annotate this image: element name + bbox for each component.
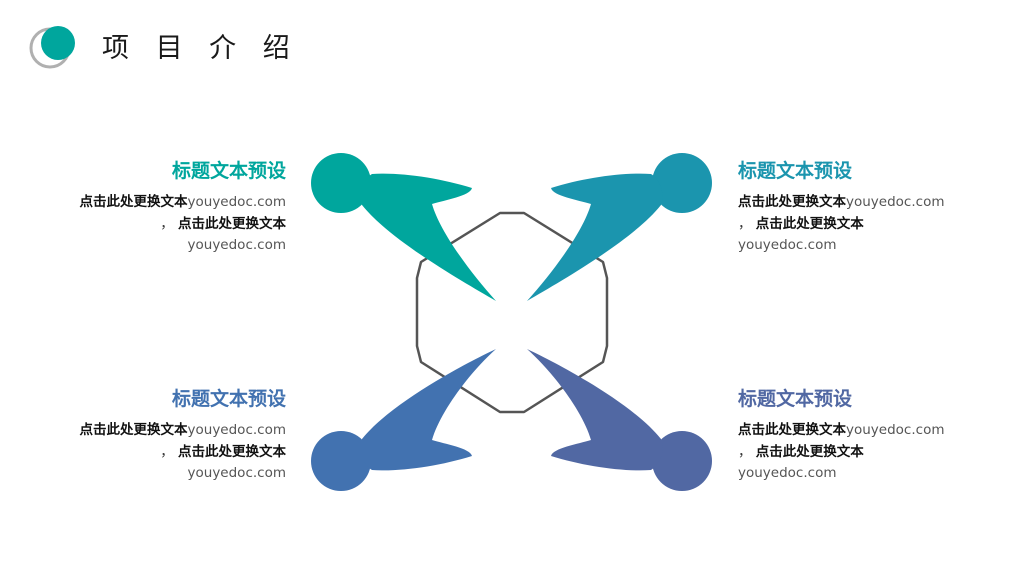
desc-link: youyedoc.com: [187, 465, 286, 481]
desc-punct: ，: [160, 443, 174, 460]
desc-punct: ，: [738, 215, 752, 232]
desc-bold: 点击此处更换文本: [738, 422, 846, 438]
text-block-top-left: 标题文本预设 点击此处更换文本youyedoc.com ， 点击此处更换文本 y…: [26, 158, 286, 257]
text-block-bottom-right: 标题文本预设 点击此处更换文本youyedoc.com ， 点击此处更换文本 y…: [738, 386, 998, 485]
block-description: 点击此处更换文本youyedoc.com ， 点击此处更换文本 youyedoc…: [738, 420, 998, 485]
desc-bold: 点击此处更换文本: [755, 215, 864, 232]
desc-bold: 点击此处更换文本: [738, 194, 846, 210]
block-title: 标题文本预设: [738, 160, 853, 182]
desc-bold: 点击此处更换文本: [79, 194, 188, 210]
desc-link: youyedoc.com: [738, 465, 837, 481]
logo-circles-icon: [29, 26, 75, 69]
text-block-bottom-left: 标题文本预设 点击此处更换文本youyedoc.com ， 点击此处更换文本 y…: [26, 386, 286, 485]
desc-bold: 点击此处更换文本: [755, 443, 864, 460]
desc-bold: 点击此处更换文本: [178, 443, 286, 460]
text-block-top-right: 标题文本预设 点击此处更换文本youyedoc.com ， 点击此处更换文本 y…: [738, 158, 998, 257]
desc-punct: ，: [738, 443, 752, 460]
block-title: 标题文本预设: [171, 388, 286, 410]
desc-link: youyedoc.com: [187, 422, 286, 438]
desc-bold: 点击此处更换文本: [178, 215, 286, 232]
block-title: 标题文本预设: [738, 388, 853, 410]
desc-link: youyedoc.com: [187, 194, 286, 210]
desc-link: youyedoc.com: [846, 422, 945, 438]
figure-bottom-left: [311, 349, 496, 491]
block-description: 点击此处更换文本youyedoc.com ， 点击此处更换文本 youyedoc…: [26, 192, 286, 257]
figure-top-right: [527, 153, 712, 301]
desc-link: youyedoc.com: [187, 237, 286, 253]
desc-punct: ，: [160, 215, 174, 232]
desc-link: youyedoc.com: [738, 237, 837, 253]
figure-top-left: [311, 153, 496, 301]
desc-bold: 点击此处更换文本: [79, 422, 188, 438]
block-title: 标题文本预设: [171, 160, 286, 182]
desc-link: youyedoc.com: [846, 194, 945, 210]
figure-bottom-right: [527, 349, 712, 491]
center-hexagon: [415, 211, 609, 414]
block-description: 点击此处更换文本youyedoc.com ， 点击此处更换文本 youyedoc…: [26, 420, 286, 485]
block-description: 点击此处更换文本youyedoc.com ， 点击此处更换文本 youyedoc…: [738, 192, 998, 257]
page-title: 项 目 介 绍: [102, 33, 299, 64]
